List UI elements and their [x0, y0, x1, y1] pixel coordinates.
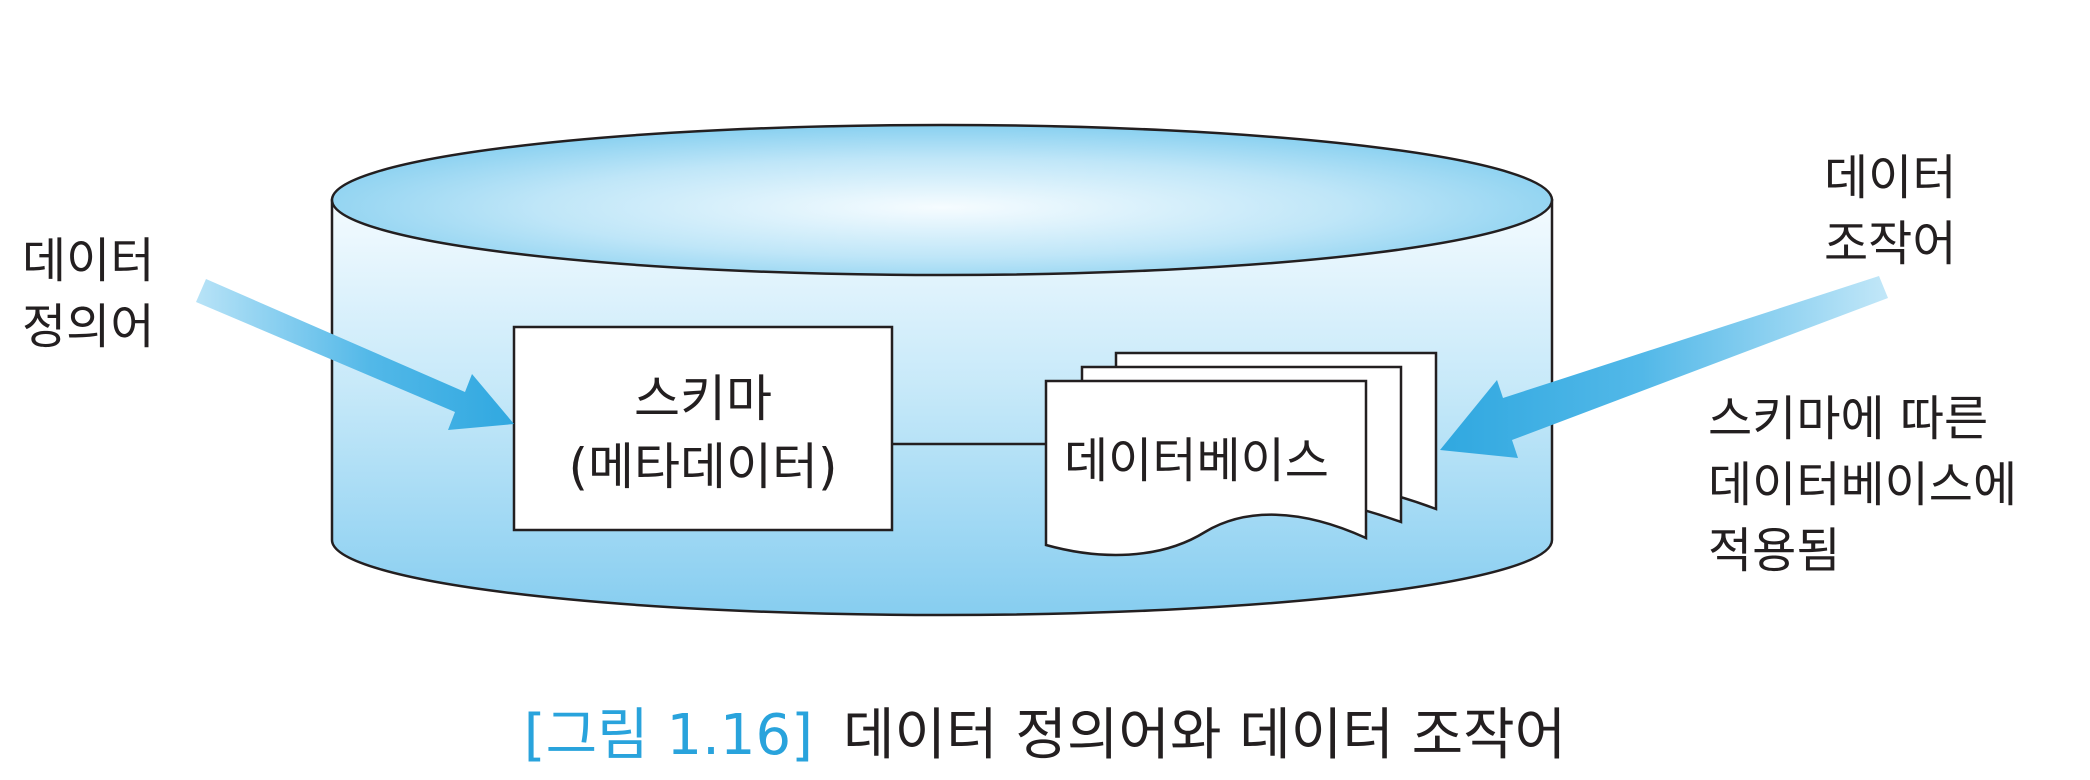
caption-number: [그림 1.16]	[524, 703, 813, 768]
schema-label: 스키마	[514, 365, 892, 433]
database-doc-label: 데이터베이스	[1064, 428, 1329, 494]
figure-caption: [그림 1.16] 데이터 정의어와 데이터 조작어	[0, 700, 2090, 772]
metadata-label: (메타데이터)	[514, 433, 892, 501]
dml-label-line-2: 조작어	[1824, 211, 1956, 277]
schema-box-text: 스키마 (메타데이터)	[514, 365, 892, 501]
ddl-label: 데이터 정의어	[22, 228, 154, 360]
applied-label-line-1: 스키마에 따른	[1708, 386, 2017, 452]
applied-to-database-label: 스키마에 따른 데이터베이스에 적용됨	[1708, 386, 2017, 584]
dml-label: 데이터 조작어	[1824, 145, 1956, 277]
database-cylinder-top	[332, 125, 1552, 275]
caption-title: 데이터 정의어와 데이터 조작어	[843, 703, 1566, 768]
ddl-label-line-2: 정의어	[22, 294, 154, 360]
dml-label-line-1: 데이터	[1824, 145, 1956, 211]
applied-label-line-2: 데이터베이스에	[1708, 452, 2017, 518]
ddl-label-line-1: 데이터	[22, 228, 154, 294]
applied-label-line-3: 적용됨	[1708, 518, 2017, 584]
